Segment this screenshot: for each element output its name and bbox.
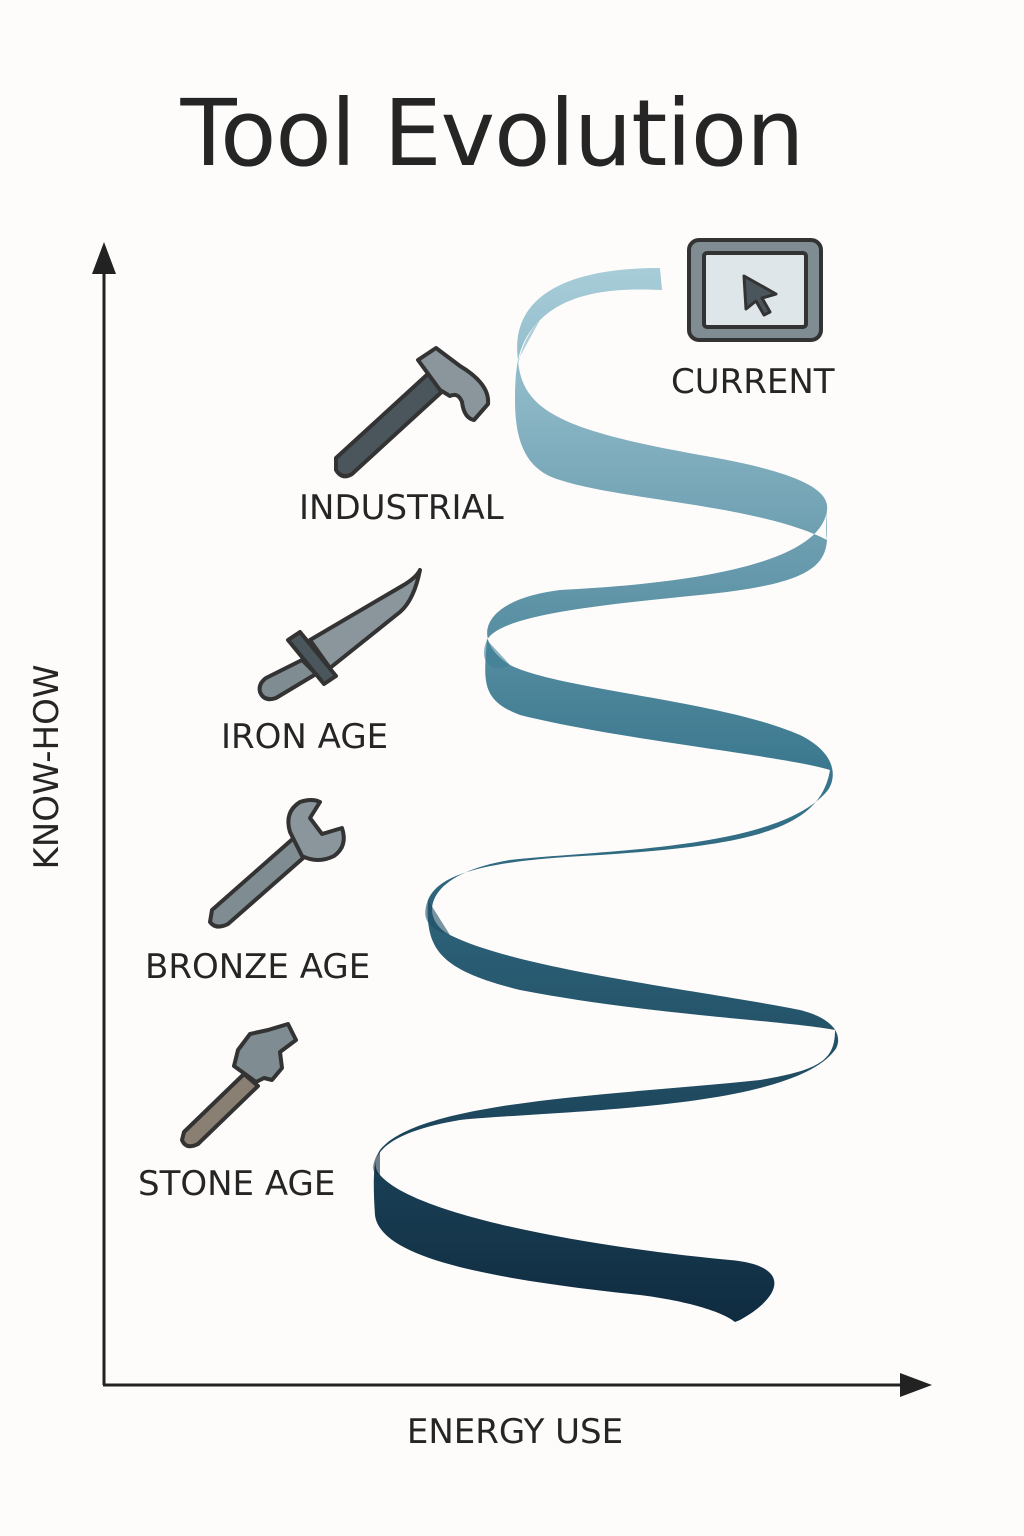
- x-axis-arrow: [900, 1373, 932, 1397]
- stone-hammer-icon: [180, 1022, 298, 1149]
- spiral-fold-3: [425, 900, 450, 935]
- y-axis-label: KNOW-HOW: [27, 664, 67, 870]
- x-axis-label: ENERGY USE: [406, 1412, 624, 1452]
- spiral-fold-1: [826, 510, 827, 540]
- axe-icon: [334, 346, 491, 479]
- diagram-title: Tool Evolution: [180, 80, 805, 187]
- sword-icon: [257, 568, 422, 702]
- spiral-fold-4: [373, 1150, 380, 1175]
- spiral-band: [373, 268, 839, 1322]
- stage-label-industrial: INDUSTRIAL: [299, 488, 504, 528]
- wrench-icon: [208, 798, 346, 929]
- computer-cursor-icon: [687, 238, 823, 342]
- stage-label-iron-age: IRON AGE: [221, 717, 389, 757]
- spiral-fold-2: [483, 640, 510, 669]
- y-axis-arrow: [92, 242, 116, 274]
- stage-label-bronze-age: BRONZE AGE: [145, 947, 371, 987]
- stage-label-current: CURRENT: [671, 362, 835, 402]
- stage-label-stone-age: STONE AGE: [138, 1164, 336, 1204]
- axes: [92, 242, 932, 1397]
- spiral-ribbon: [373, 268, 839, 1322]
